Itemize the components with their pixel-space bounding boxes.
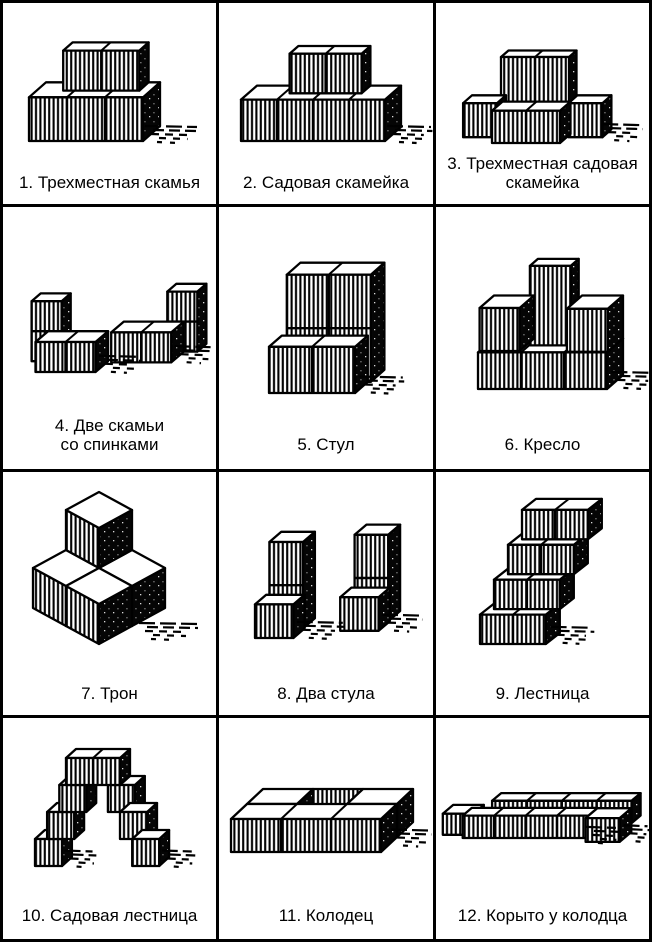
figure-caption: 10. Садовая лестница	[3, 906, 216, 939]
caption-line: 10. Садовая лестница	[21, 906, 198, 925]
figure-caption: 1. Трехместная скамья	[3, 173, 216, 204]
figure-caption: 11. Колодец	[219, 906, 433, 939]
figure-chair	[267, 261, 405, 395]
caption-line: 8. Два стула	[277, 684, 375, 703]
grid-cell-2: 2. Садовая скамейка	[219, 3, 433, 204]
figure-well	[229, 787, 432, 854]
grid-cell-8: 8. Два стула	[219, 472, 433, 715]
grid-cell-11: 11. Колодец	[219, 718, 433, 939]
caption-line: скамейка	[505, 173, 580, 192]
figure-caption: 2. Садовая скамейка	[219, 173, 433, 204]
figure-two-benches-with-backs	[30, 282, 214, 374]
caption-line: 3. Трехместная садовая	[447, 154, 638, 173]
grid-cell-7: 7. Трон	[3, 472, 216, 715]
caption-line: 2. Садовая скамейка	[242, 173, 410, 192]
figure-caption: 3. Трехместная садовая скамейка	[436, 154, 649, 204]
caption-line: 9. Лестница	[495, 684, 590, 703]
caption-line: 6. Кресло	[504, 435, 581, 454]
figure-caption: 6. Кресло	[436, 435, 649, 469]
figure-three-seat-bench	[27, 41, 198, 145]
grid-cell-10: 10. Садовая лестница	[3, 718, 216, 939]
grid-cell-12: 12. Корыто у колодца	[436, 718, 649, 939]
caption-line: со спинками	[60, 435, 159, 454]
figure-trough-at-the-well	[441, 791, 649, 845]
grid-cell-6: 6. Кресло	[436, 207, 649, 469]
figure-staircase	[478, 497, 603, 646]
figure-throne	[31, 490, 200, 646]
figure-caption: 7. Трон	[3, 684, 216, 715]
grid-cell-4: 4. Две скамьи со спинками	[3, 207, 216, 469]
grid-cell-1: 1. Трехместная скамья	[3, 3, 216, 204]
figure-two-chairs	[253, 523, 423, 640]
figure-caption: 5. Стул	[219, 435, 433, 469]
grid-cell-5: 5. Стул	[219, 207, 433, 469]
figure-armchair	[476, 257, 649, 391]
caption-line: 12. Корыто у колодца	[457, 906, 628, 925]
caption-line: 1. Трехместная скамья	[18, 173, 201, 192]
caption-line: 11. Колодец	[278, 906, 374, 925]
figure-caption: 4. Две скамьи со спинками	[3, 416, 216, 469]
figure-caption: 8. Два стула	[219, 684, 433, 715]
figure-garden-staircase	[33, 747, 196, 869]
figure-garden-bench	[239, 44, 433, 145]
caption-line: 5. Стул	[297, 435, 355, 454]
caption-line: 7. Трон	[81, 684, 138, 703]
grid-cell-9: 9. Лестница	[436, 472, 649, 715]
grid-cell-3: 3. Трехместная садовая скамейка	[436, 3, 649, 204]
figure-caption: 12. Корыто у колодца	[436, 906, 649, 939]
caption-line: 4. Две скамьи	[54, 416, 165, 435]
figure-three-seat-garden-bench	[461, 49, 643, 145]
figure-caption: 9. Лестница	[436, 684, 649, 715]
